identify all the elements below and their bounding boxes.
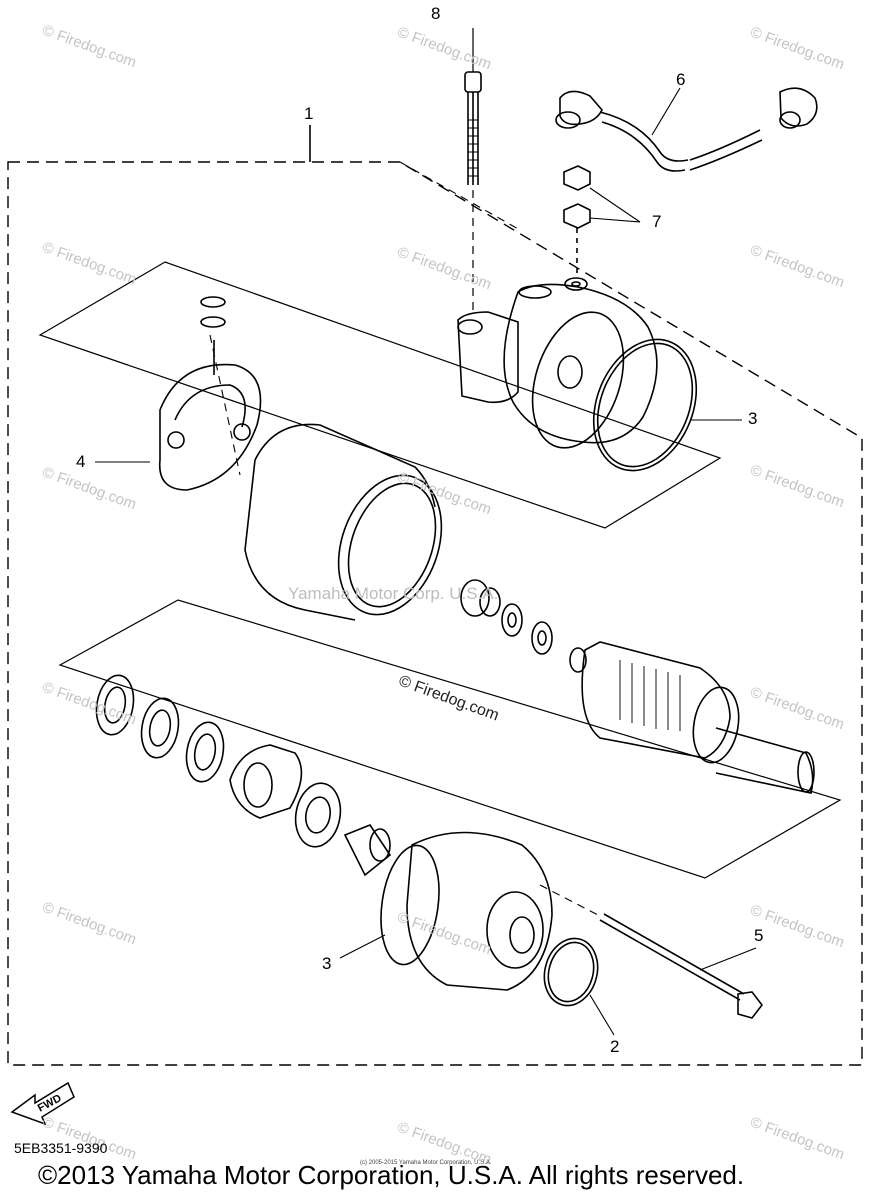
tiny-copyright: (c) 2005-2015 Yamaha Motor Corporation, … (360, 1160, 492, 1166)
armature (569, 641, 815, 794)
copyright: ©2013 Yamaha Motor Corporation, U.S.A. A… (38, 1160, 745, 1190)
callout-7: 7 (652, 212, 662, 231)
part-code: 5EB3351-9390 (14, 1140, 108, 1156)
o-ring-2 (543, 937, 599, 1007)
rear-cover (457, 283, 658, 449)
yoke (244, 423, 443, 621)
align-line-b (399, 161, 521, 231)
callout-5: 5 (754, 926, 764, 945)
front-cover (339, 831, 553, 991)
nuts-7 (563, 165, 641, 291)
callout-3-bottom: 3 (322, 954, 332, 973)
bolt-8 (464, 28, 482, 310)
long-bolt-5 (599, 913, 764, 1019)
armature-plane (58, 599, 842, 879)
lead-wire-6 (555, 87, 818, 172)
bushing-washers (460, 579, 553, 655)
callout-2: 2 (610, 1037, 620, 1056)
callout-4: 4 (76, 452, 86, 471)
watermark-center: Yamaha Motor Corp. U.S.A. (288, 584, 499, 603)
o-ring-3-top (592, 338, 698, 472)
callout-6: 6 (676, 70, 686, 89)
align-line-a (209, 334, 241, 476)
brush-holder-4 (95, 296, 262, 491)
brush-plane (38, 261, 722, 529)
front-washers (95, 674, 392, 877)
callout-3-top: 3 (748, 409, 758, 428)
callout-1: 1 (304, 104, 314, 123)
fwd-arrow-icon (10, 1081, 75, 1126)
callout-8: 8 (431, 4, 441, 23)
align-line-c (539, 884, 601, 917)
